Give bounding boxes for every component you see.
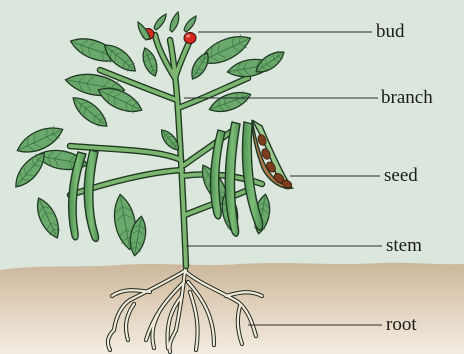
label-seed: seed — [384, 166, 418, 185]
label-branch: branch — [381, 88, 433, 107]
label-bud: bud — [376, 22, 405, 41]
soil — [0, 263, 464, 354]
label-root: root — [386, 315, 417, 334]
bud — [184, 33, 196, 44]
label-stem: stem — [386, 236, 422, 255]
